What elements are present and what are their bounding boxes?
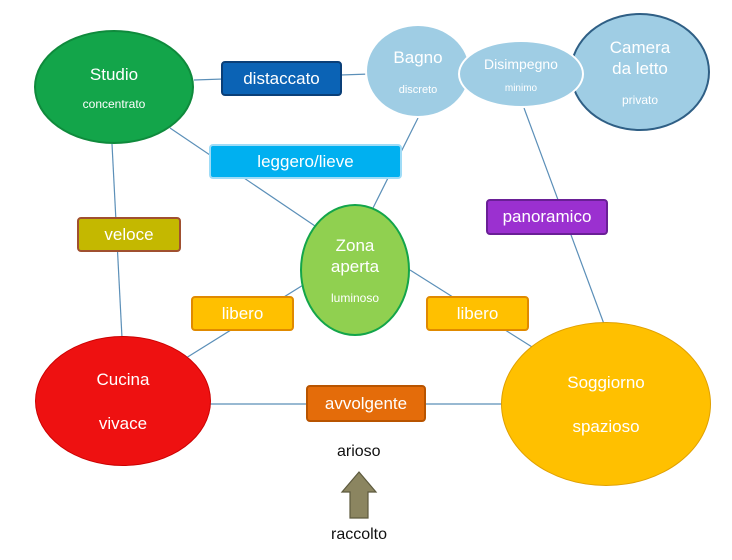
node-bagno-subtitle: discreto — [398, 83, 438, 96]
node-zona-title-line1: Zona — [335, 236, 375, 255]
node-cucina-title: Cucina — [96, 369, 150, 389]
node-cucina: Cucina vivace — [35, 336, 211, 466]
node-studio-subtitle: concentrato — [82, 96, 146, 111]
node-zona-subtitle: luminoso — [330, 291, 380, 305]
node-bagno: Bagno discreto — [365, 24, 471, 118]
edge-label-distaccato: distaccato — [221, 61, 342, 96]
node-cucina-subtitle: vivace — [98, 413, 148, 433]
node-studio: Studio concentrato — [34, 30, 194, 144]
node-camera-da-letto: Camera da letto privato — [570, 13, 710, 131]
edge-label-libero-left: libero — [191, 296, 294, 331]
edge-label-veloce: veloce — [77, 217, 181, 252]
edge-label-avvolgente: avvolgente — [306, 385, 426, 422]
node-soggiorno: Soggiorno spazioso — [501, 322, 711, 486]
node-camera-title-line2: da letto — [612, 59, 668, 78]
up-arrow-icon — [340, 471, 378, 519]
scale-label-top: arioso — [337, 443, 381, 460]
node-camera-title-line1: Camera — [609, 38, 671, 57]
edge-label-leggero-lieve: leggero/lieve — [209, 144, 402, 179]
edge-label-panoramico: panoramico — [486, 199, 608, 235]
node-disimpegno-title: Disimpegno — [484, 56, 558, 72]
node-zona-aperta: Zona aperta luminoso — [300, 204, 410, 336]
node-disimpegno-subtitle: minimo — [504, 83, 538, 94]
node-camera-subtitle: privato — [621, 93, 659, 107]
node-studio-title: Studio — [89, 64, 139, 84]
scale-label-bottom: raccolto — [331, 526, 388, 543]
node-bagno-title: Bagno — [393, 47, 443, 67]
node-disimpegno: Disimpegno minimo — [458, 40, 584, 108]
node-soggiorno-subtitle: spazioso — [572, 416, 640, 436]
node-zona-title-line2: aperta — [330, 257, 380, 276]
edge-label-libero-right: libero — [426, 296, 529, 331]
node-soggiorno-title: Soggiorno — [567, 372, 645, 392]
